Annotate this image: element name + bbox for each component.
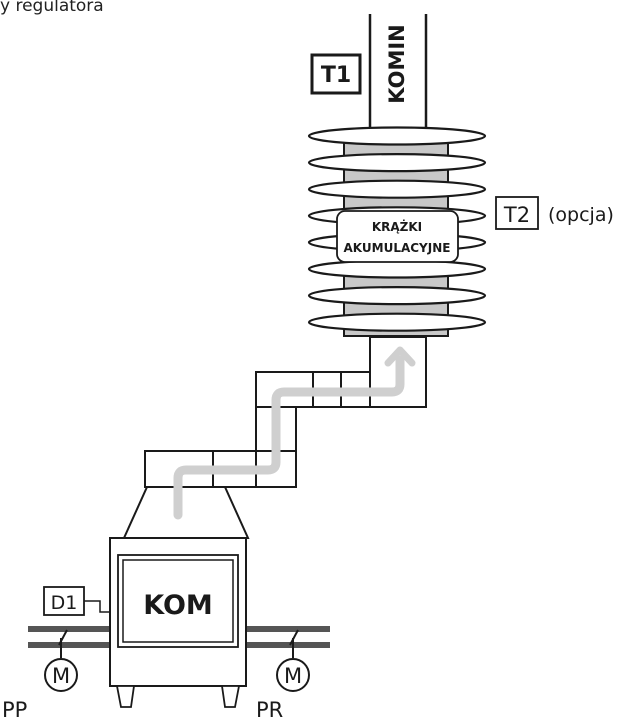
- left-motor-icon: [44, 658, 78, 692]
- right-damper: [289, 629, 299, 658]
- d1-connection-line: [84, 600, 110, 613]
- rings-label-box: [336, 210, 459, 263]
- left-motor-label: M: [52, 664, 70, 688]
- chimney-pipe: [368, 14, 428, 134]
- right-motor-icon: [276, 658, 310, 692]
- air-duct-left: [28, 626, 110, 648]
- t2-sensor-label: T2: [503, 203, 530, 227]
- accumulation-ring: [307, 153, 487, 173]
- fireplace-label: KOM: [143, 590, 213, 621]
- pp-label: PP: [2, 698, 27, 719]
- right-motor-label: M: [284, 664, 302, 688]
- d1-sensor-label: D1: [51, 592, 78, 614]
- rings-label-line2: AKUMULACYJNE: [344, 241, 451, 255]
- fireplace-window-inner: [122, 559, 234, 643]
- accumulation-ring: [307, 259, 487, 279]
- t2-sensor-box: [495, 196, 539, 230]
- accumulation-ring: [307, 126, 487, 146]
- chimney-label: KOMIN: [385, 24, 409, 103]
- t1-sensor-label: T1: [321, 63, 351, 88]
- flue-gas-flow-arrow: [173, 355, 405, 520]
- flue-duct: [144, 336, 427, 488]
- air-duct-right: [246, 626, 330, 648]
- accumulation-ring: [307, 179, 487, 199]
- flow-arrow-head: [384, 346, 416, 367]
- pr-label: PR: [256, 698, 283, 719]
- accumulation-ring: [307, 312, 487, 332]
- fireplace-hood: [122, 486, 250, 539]
- rings-label-line1: KRĄŻKI: [372, 219, 422, 234]
- t1-sensor-box: [310, 53, 362, 95]
- t2-optional-label: (opcja): [548, 204, 614, 226]
- regulator-caption-fragment: y regulatora: [0, 0, 104, 16]
- left-damper: [58, 629, 68, 658]
- accumulation-ring: [307, 286, 487, 306]
- fireplace-legs: [115, 685, 241, 708]
